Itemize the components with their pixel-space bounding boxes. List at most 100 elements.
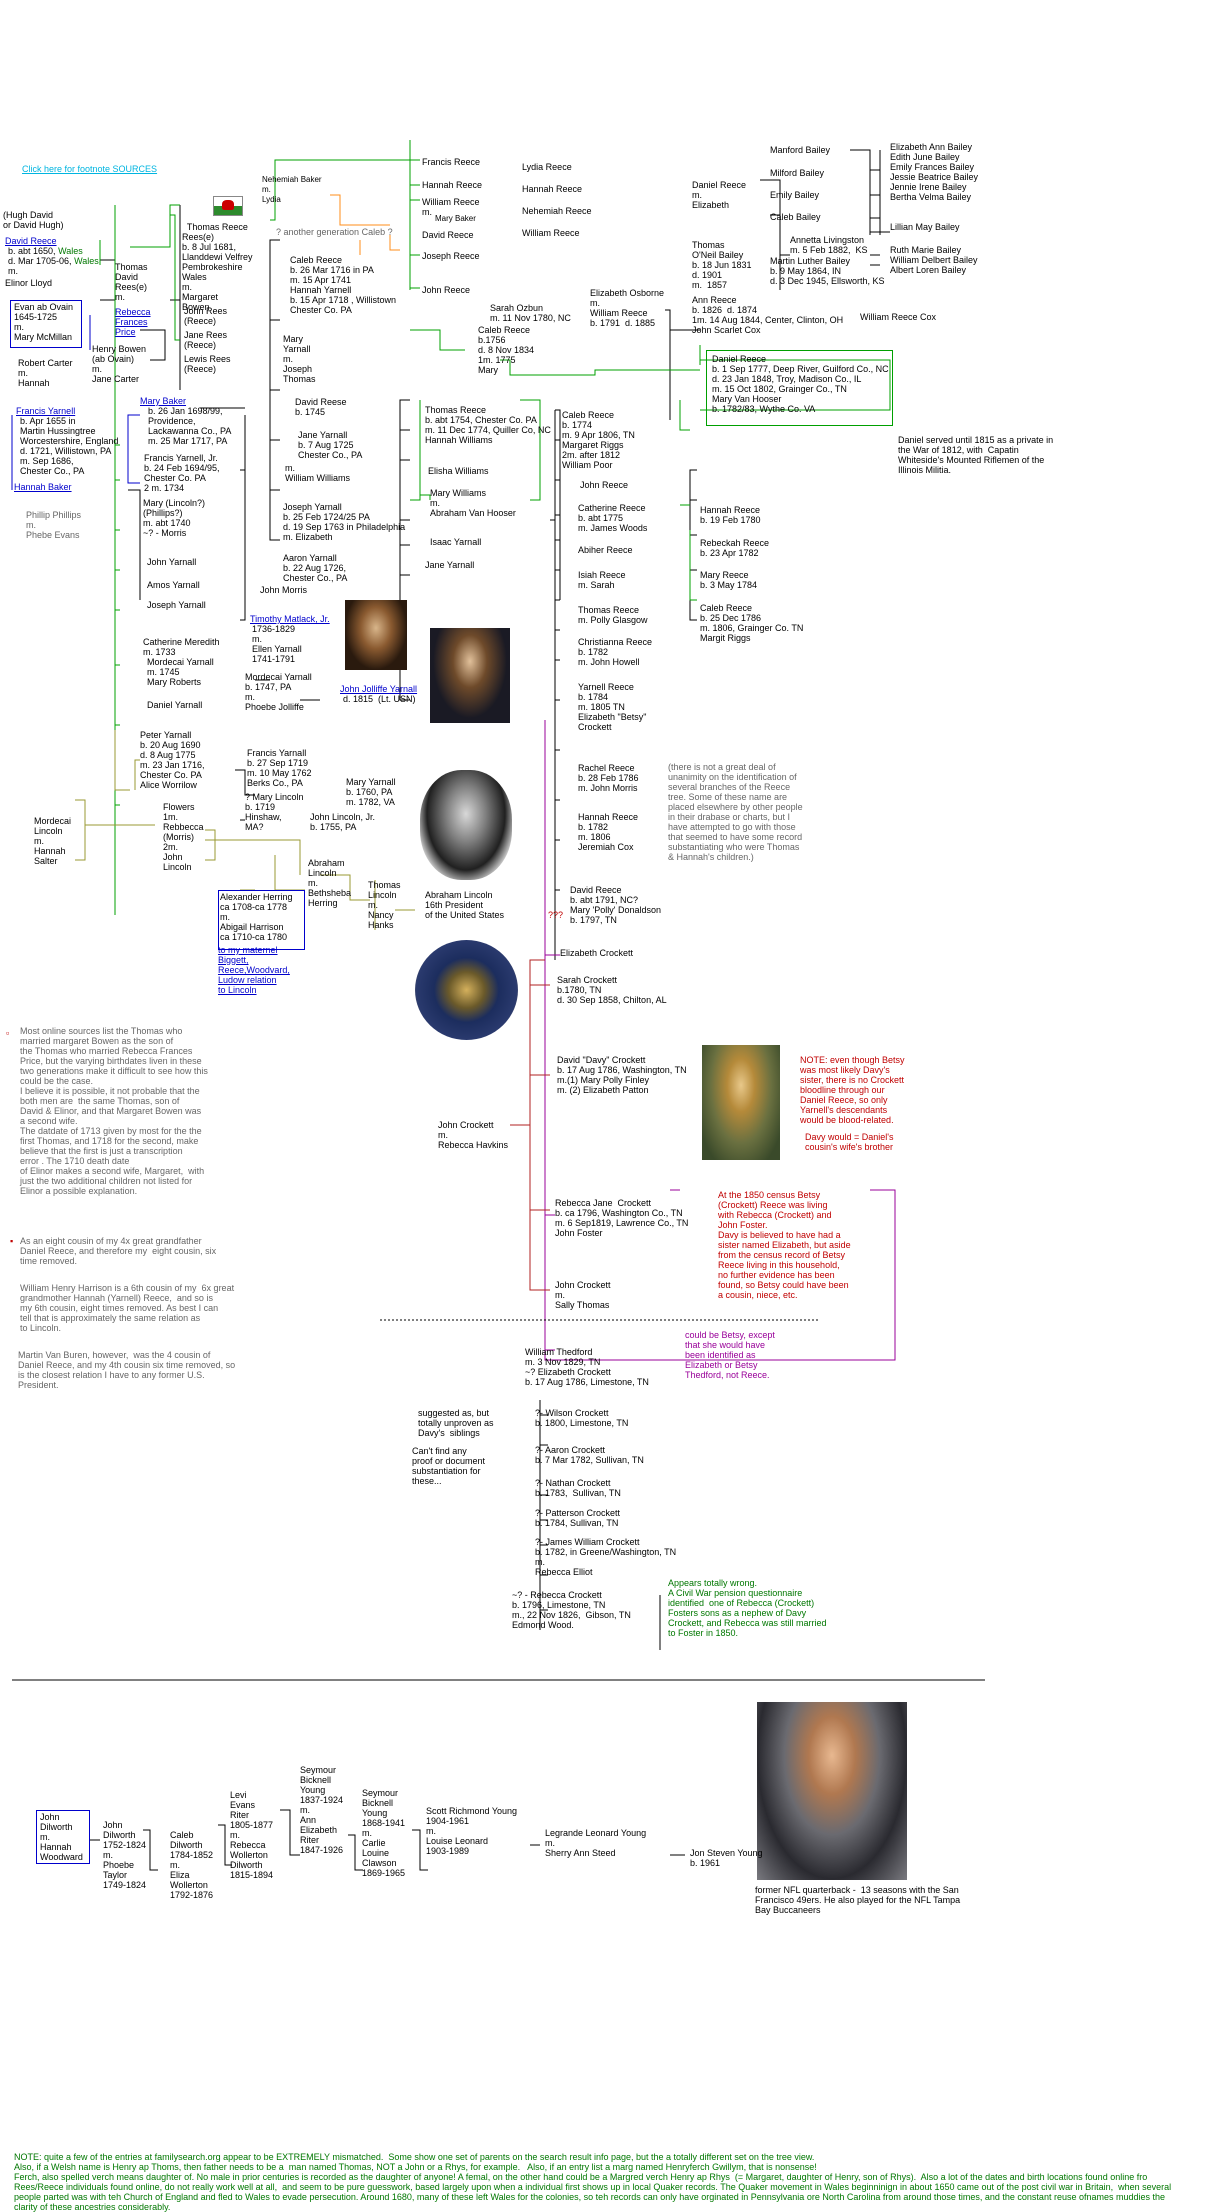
john-jolliffe-link[interactable]: John Jolliffe Yarnall	[340, 684, 418, 694]
francis-yarnell-details: b. Apr 1655 in Martin Hussingtree Worces…	[20, 416, 119, 476]
steve-young-photo-image	[757, 1702, 907, 1880]
john-dilworth-box	[36, 1810, 90, 1864]
sarah-ozbun: Sarah Ozbun m. 11 Nov 1780, NC	[490, 303, 571, 323]
john-lincoln-jr: John Lincoln, Jr. b. 1755, PA	[310, 812, 376, 832]
john-jolliffe-death: d. 1815 (Lt. USN)	[343, 694, 416, 704]
davy-crockett-painting-image	[702, 1045, 780, 1160]
patterson-crockett: ?- Patterson Crockett b. 1784, Sullivan,…	[535, 1508, 621, 1528]
caleb-reece-1756: Caleb Reece b.1756 d. 8 Nov 1834 1m. 177…	[478, 325, 535, 375]
caleb-reece-1774: Caleb Reece b. 1774 m. 9 Apr 1806, TN Ma…	[562, 410, 635, 470]
david-reece-1791: David Reece b. abt 1791, NC? Mary 'Polly…	[570, 885, 661, 925]
rebeckah-reece: Rebeckah Reece b. 23 Apr 1782	[700, 538, 770, 558]
m-william-williams: m. William Williams	[285, 463, 350, 483]
hugh-david-label: (Hugh David or David Hugh)	[3, 210, 64, 230]
daniel-reece-elizabeth: Daniel Reece m. Elizabeth	[692, 180, 747, 210]
rachel-reece: Rachel Reece b. 28 Feb 1786 m. John Morr…	[578, 763, 639, 793]
isaac-yarnall: Isaac Yarnall	[430, 537, 482, 547]
isiah-reece: Isiah Reece m. Sarah	[578, 570, 626, 590]
marriage-label: m.	[8, 266, 18, 276]
hannah-reece-2: Hannah Reece	[522, 184, 583, 194]
note-betsy: NOTE: even though Betsy was most likely …	[800, 1055, 905, 1125]
david-reese-1745: David Reese b. 1745	[295, 397, 347, 417]
joseph-reece: Joseph Reece	[422, 251, 480, 261]
mary-yarnall-joseph-thomas: Mary Yarnall m. Joseph Thomas	[283, 334, 316, 384]
ann-reece: Ann Reece b. 1826 d. 1874 1m. 14 Aug 184…	[692, 295, 844, 335]
wales-flag-icon	[213, 196, 243, 216]
appears-wrong-note: Appears totally wrong. A Civil War pensi…	[668, 1578, 827, 1638]
daniel-war-note: Daniel served until 1815 as a private in…	[898, 435, 1054, 475]
lydia-reece: Lydia Reece	[522, 162, 572, 172]
nehemiah-reece: Nehemiah Reece	[522, 206, 592, 216]
william-reece: William Reece m.	[422, 197, 480, 217]
hannah-reece-1780: Hannah Reece b. 19 Feb 1780	[700, 505, 761, 525]
harrison-note: William Henry Harrison is a 6th cousin o…	[20, 1283, 235, 1333]
rebecca-jane-crockett: Rebecca Jane Crockett b. ca 1796, Washin…	[555, 1198, 689, 1238]
caleb-bailey: Caleb Bailey	[770, 212, 821, 222]
thomas-david-rees: Thomas David Rees(e) m.	[115, 262, 148, 302]
jon-steven-young: Jon Steven Young b. 1961	[690, 1848, 763, 1868]
francis-yarnell-jr: Francis Yarnell, Jr. b. 24 Feb 1694/95, …	[144, 453, 220, 493]
sources-link[interactable]: Click here for footnote SOURCES	[22, 164, 158, 174]
mordecai-yarnall: Mordecai Yarnall m. 1745 Mary Roberts	[147, 657, 214, 687]
abraham-lincoln-herring: Abraham Lincoln m. Bethsheba Herring	[308, 858, 352, 908]
rebecca-frances-price-link[interactable]: Rebecca Frances Price	[115, 307, 151, 337]
mary-reece-1784: Mary Reece b. 3 May 1784	[700, 570, 758, 590]
census-note: At the 1850 census Betsy (Crockett) Reec…	[718, 1190, 851, 1300]
another-generation-caleb: ? another generation Caleb ?	[276, 227, 393, 237]
daniel-reece-box	[706, 350, 893, 426]
william-reece-2: William Reece	[522, 228, 580, 238]
francis-yarnell-link[interactable]: Francis Yarnell	[16, 406, 76, 416]
scott-richmond-young: Scott Richmond Young 1904-1961 m. Louise…	[426, 1806, 518, 1856]
elinor-lloyd: Elinor Lloyd	[5, 278, 53, 288]
john-reece: John Reece	[422, 285, 471, 295]
hannah-baker-link[interactable]: Hannah Baker	[14, 482, 72, 492]
jane-rees: Jane Rees (Reece)	[184, 330, 228, 350]
peter-yarnall: Peter Yarnall b. 20 Aug 1690 d. 8 Aug 17…	[140, 730, 205, 790]
bailey-children-list-2: Ruth Marie Bailey William Delbert Bailey…	[890, 245, 978, 275]
eighth-cousin-note: As an eight cousin of my 4x great grandf…	[20, 1236, 217, 1266]
flowers-lincoln: Flowers 1m. Rebbecca (Morris) 2m. John L…	[163, 802, 204, 872]
thomas-note: Most online sources list the Thomas who …	[20, 1026, 208, 1196]
john-dilworth-1752: John Dilworth 1752-1824 m. Phoebe Taylor…	[103, 1820, 147, 1890]
jane-yarnall-2: Jane Yarnall	[425, 560, 475, 570]
thomas-reece-1754: Thomas Reece b. abt 1754, Chester Co. PA…	[425, 405, 551, 445]
levi-evans-riter: Levi Evans Riter 1805-1877 m. Rebecca Wo…	[230, 1790, 274, 1880]
james-william-crockett: ?- James William Crockett b. 1782, in Gr…	[535, 1537, 677, 1577]
elizabeth-crockett: Elizabeth Crockett	[560, 948, 634, 958]
timothy-matlack-link[interactable]: Timothy Matlack, Jr.	[250, 614, 330, 624]
john-yarnall: John Yarnall	[147, 557, 197, 567]
maternal-relation-link[interactable]: to my maternel Biggett, Reece,Woodvard, …	[218, 945, 290, 995]
seymour-young-1868: Seymour Bicknell Young 1868-1941 m. Carl…	[362, 1788, 406, 1878]
abraham-lincoln-portrait-image	[420, 770, 512, 880]
phillip-phillips: Phillip Phillips m. Phebe Evans	[26, 510, 82, 540]
sarah-crockett: Sarah Crockett b.1780, TN d. 30 Sep 1858…	[557, 975, 667, 1005]
joseph-yarnall-1724: Joseph Yarnall b. 25 Feb 1724/25 PA d. 1…	[283, 502, 406, 542]
manford-bailey: Manford Bailey	[770, 145, 831, 155]
mary-yarnall-1760: Mary Yarnall b. 1760, PA m. 1782, VA	[346, 777, 396, 807]
aaron-yarnall: Aaron Yarnall b. 22 Aug 1726, Chester Co…	[283, 553, 348, 583]
note-davy: Davy would = Daniel's cousin's wife's br…	[805, 1132, 894, 1152]
cant-find-note: Can't find any proof or document substan…	[412, 1446, 486, 1486]
david-reece-name[interactable]: David Reece	[5, 236, 57, 246]
david-reece-2: David Reece	[422, 230, 474, 240]
william-reece-cox: William Reece Cox	[860, 312, 937, 322]
mary-williams-van-hooser: Mary Williams m. Abraham Van Hooser	[430, 488, 516, 518]
mary-baker-link[interactable]: Mary Baker	[140, 396, 187, 406]
lewis-rees: Lewis Rees (Reece)	[184, 354, 231, 374]
annetta-livingston: Annetta Livingston m. 5 Feb 1882, KS	[790, 235, 868, 255]
aaron-crockett: ?- Aaron Crockett b. 7 Mar 1782, Sulliva…	[535, 1445, 644, 1465]
david-reece-birth: b. abt 1650, Wales	[8, 246, 83, 256]
elisha-williams: Elisha Williams	[428, 466, 489, 476]
thomas-reece-polly: Thomas Reece m. Polly Glasgow	[578, 605, 648, 625]
evan-box	[10, 300, 82, 348]
christianna-reece: Christianna Reece b. 1782 m. John Howell	[578, 637, 653, 667]
unanimity-note: (there is not a great deal of unanimity …	[668, 762, 803, 862]
van-buren-note: Martin Van Buren, however, was the 4 cou…	[18, 1350, 236, 1390]
yarnell-reece: Yarnell Reece b. 1784 m. 1805 TN Elizabe…	[578, 682, 647, 732]
john-morris: John Morris	[260, 585, 308, 595]
suggested-note: suggested as, but totally unproven as Da…	[418, 1408, 494, 1438]
joseph-yarnall: Joseph Yarnall	[147, 600, 206, 610]
footer-note: NOTE: quite a few of the entries at fami…	[14, 2152, 1172, 2212]
robert-carter: Robert Carter m. Hannah	[18, 358, 73, 388]
